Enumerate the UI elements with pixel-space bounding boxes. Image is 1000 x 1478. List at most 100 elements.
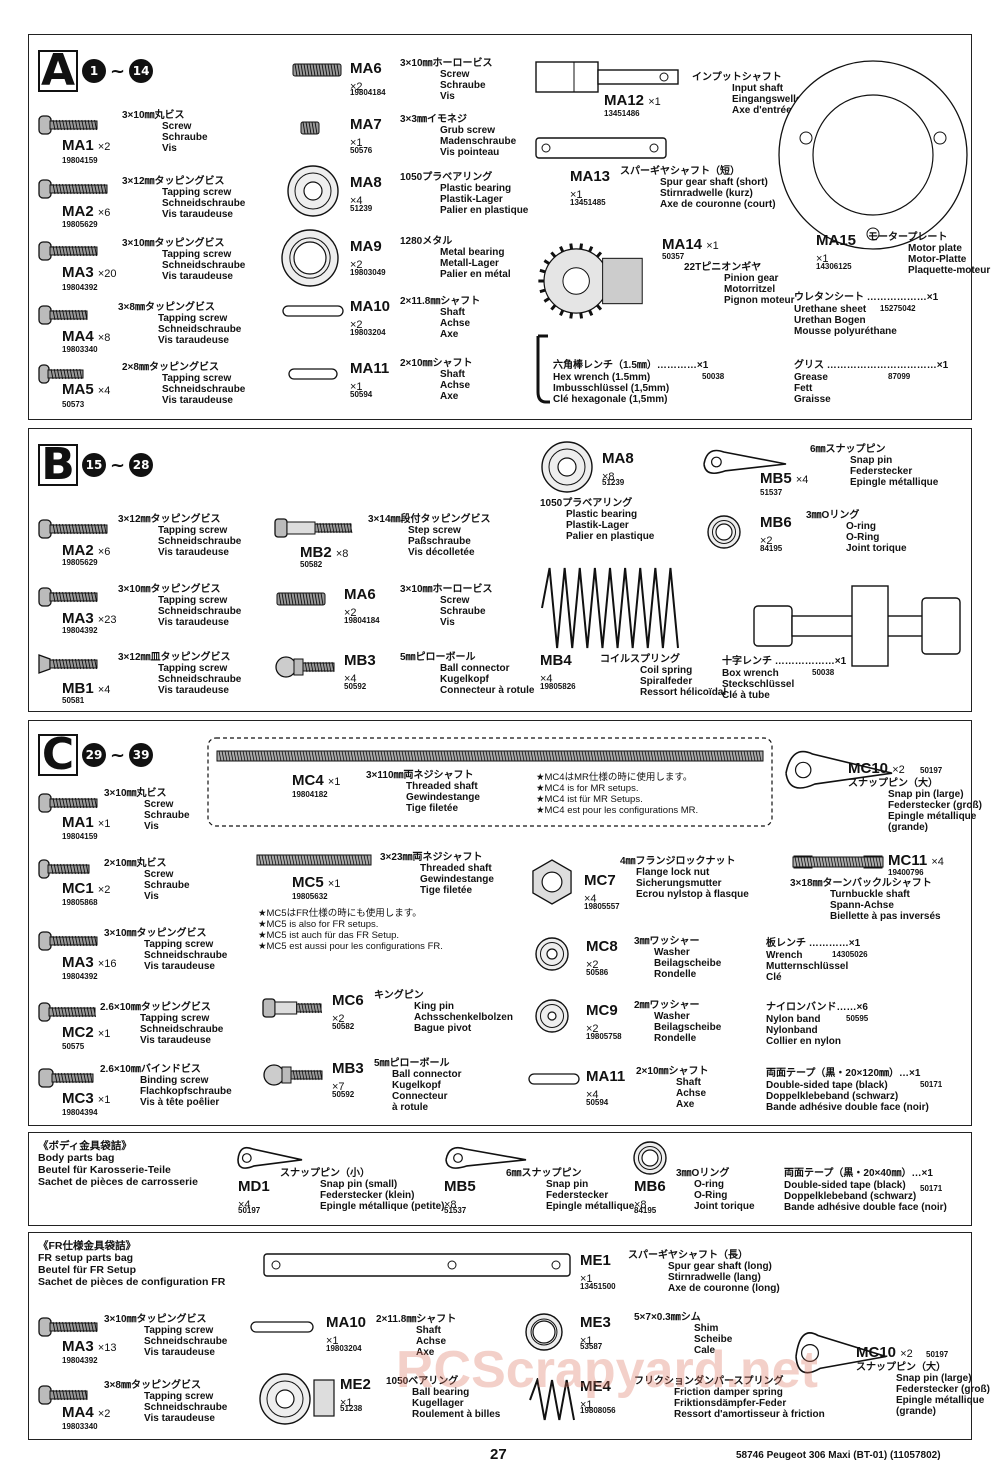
ma12-quantity: ×1 — [648, 96, 661, 108]
c-ma1-desc-line: Schraube — [144, 810, 190, 821]
fr-ma3-part-number: 19804392 — [62, 1356, 98, 1365]
md1-code: MD1×4 — [238, 1178, 270, 1212]
c-double-sided-tape-desc-line: Double-sided tape (black) — [766, 1080, 888, 1091]
box-wrench-part-number: 50038 — [812, 668, 835, 677]
mc3-desc-line: Vis à tête poêlier — [140, 1097, 220, 1108]
b-ma3-code: MA3 ×23 — [62, 610, 117, 627]
c-ma3-code: MA3 ×16 — [62, 954, 117, 971]
ma6-code-label: MA6 — [350, 60, 382, 77]
mc1-desc-line: Schraube — [144, 880, 190, 891]
c-double-sided-tape-part-number: 50171 — [920, 1080, 943, 1089]
fr-ma3-drawing — [38, 1317, 98, 1337]
flat-wrench-title-line: 板レンチ …………×1 — [766, 938, 861, 949]
ma13-drawing — [535, 137, 667, 159]
mc5-desc-line: 3×23㎜両ネジシャフト — [380, 852, 483, 863]
b-ma8-code: MA8×8 — [602, 450, 634, 484]
hex-wrench-desc-line: Hex wrench (1.5mm) — [553, 372, 651, 383]
me1-desc-line: Axe de couronne (long) — [668, 1283, 780, 1294]
b-ma6-code: MA6×2 — [344, 586, 376, 620]
b-ma6-desc-line: Vis — [440, 617, 455, 628]
mc2-code-label: MC2 — [62, 1024, 94, 1041]
ma14-desc-line: 22Tピニオンギヤ — [684, 262, 762, 273]
fr-bag-title-line: Beutel für FR Setup — [38, 1264, 137, 1276]
mc10-drawing — [785, 750, 893, 789]
mb2-part-number: 50582 — [300, 560, 323, 569]
mc6-quantity: ×2 — [332, 1013, 345, 1025]
md1-desc-line: スナップピン（小） — [280, 1168, 370, 1179]
b-ma6-desc-line: 3×10㎜ホーロービス — [400, 584, 493, 595]
b-mb6-desc-line: O-ring — [846, 521, 876, 532]
mb4-desc-line: Spiralfeder — [640, 676, 693, 687]
fr-mc10-desc-line: Epingle métallique — [896, 1395, 985, 1406]
ma11-desc-line: Achse — [440, 380, 471, 391]
mc5-note-line: ★MC5 est aussi pour les configurations F… — [258, 941, 443, 952]
mc11-desc-line: Turnbuckle shaft — [830, 889, 910, 900]
fr-ma4-code-label: MA4 — [62, 1404, 94, 1421]
b-ma3-quantity: ×23 — [97, 614, 117, 626]
hex-wrench-description: Hex wrench (1.5mm)Imbusschlüssel (1,5mm)… — [553, 372, 669, 405]
b-mb5-desc-line: Federstecker — [850, 466, 913, 477]
nylon-band-desc-line: Nylon band — [766, 1014, 821, 1025]
bag-mb6-part-number: 84195 — [634, 1206, 657, 1215]
mc6-desc-line: キングピン — [374, 990, 424, 1001]
ma7-desc-line: Madenschraube — [440, 136, 517, 147]
fr-ma4-quantity: ×2 — [97, 1408, 111, 1420]
fr-ma3-code: MA3 ×13 — [62, 1338, 117, 1355]
mc9-part-number: 19805758 — [586, 1032, 622, 1041]
b-ma8-drawing — [541, 441, 593, 493]
b-mb6-code: MB6×2 — [760, 514, 792, 548]
ma12-desc-line: Axe d'entrée — [732, 105, 792, 116]
ma12-code: MA12 ×1 — [604, 92, 661, 109]
mc7-desc-line: Sicherungsmutter — [636, 878, 722, 889]
me2-desc-line: Roulement à billes — [412, 1409, 501, 1420]
mc7-desc-line: 4㎜フランジロックナット — [620, 856, 736, 867]
mc3-quantity: ×1 — [97, 1094, 111, 1106]
fr-mc10-desc-line: Snap pin (large) — [896, 1373, 972, 1384]
ma8-part-number: 51239 — [350, 204, 373, 213]
fr-mc10-code: MC10 ×2 — [856, 1344, 913, 1361]
c-ma1-desc-line: Screw — [144, 799, 174, 810]
b-mb6-desc-line: Joint torique — [846, 543, 907, 554]
me3-desc-line: Shim — [694, 1323, 719, 1334]
ma15-desc-line: Motor-Platte — [908, 254, 967, 265]
b-ma8-desc-line: Plastic bearing — [566, 509, 638, 520]
ma6-desc-line: Screw — [440, 69, 470, 80]
c-ma3-desc-line: Schneidschraube — [144, 950, 228, 961]
bag-double-sided-tape-desc-line: Bande adhésive double face (noir) — [784, 1202, 947, 1213]
ma15-desc-line: Plaquette-moteur — [908, 265, 991, 276]
bag-mb6-desc-line: O-Ring — [694, 1190, 728, 1201]
ma10-part-number: 19803204 — [350, 328, 386, 337]
c-double-sided-tape-desc-line: Doppelklebeband (schwarz) — [766, 1091, 899, 1102]
mc4-quantity: ×1 — [327, 776, 341, 788]
md1-drawing — [237, 1146, 303, 1169]
ma9-desc-line: 1280メタル — [400, 236, 453, 247]
mc3-code: MC3 ×1 — [62, 1090, 110, 1107]
section-b-header-tilde: ~ — [110, 454, 126, 476]
ma6-quantity: ×2 — [350, 81, 363, 93]
mb2-drawing — [274, 518, 353, 538]
fr-setup-bag-panel — [28, 1232, 972, 1440]
ma8-desc-line: 1050プラベアリング — [400, 172, 493, 183]
flat-wrench-desc-line: Mutternschlüssel — [766, 961, 849, 972]
ma2-code: MA2 ×6 — [62, 203, 110, 220]
b-ma2-desc-line: Schneidschraube — [158, 536, 242, 547]
b-mb5-drawing — [703, 449, 787, 475]
ma3-quantity: ×20 — [97, 268, 117, 280]
watermark: RCScrapyard.net — [396, 1341, 818, 1399]
me1-description: スパーギヤシャフト（長）Spur gear shaft (long)Stirnr… — [628, 1250, 780, 1294]
fr-mc10-desc-line: (grande) — [896, 1406, 936, 1417]
fr-ma10-code: MA10×1 — [326, 1314, 366, 1348]
ma13-desc-line: スパーギヤシャフト（短） — [620, 166, 740, 177]
b-mb6-desc-line: O-Ring — [846, 532, 880, 543]
